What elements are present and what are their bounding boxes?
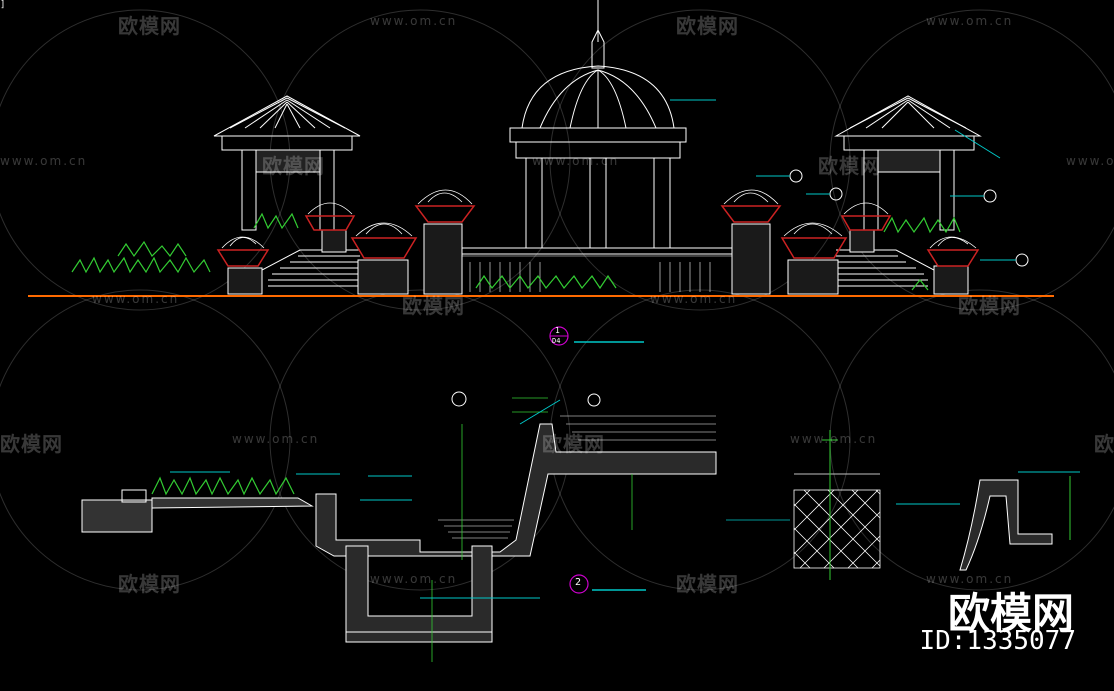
callout-circle (451, 391, 467, 407)
brand-id: ID:1335077 (919, 626, 1076, 656)
right-pavilion (834, 95, 982, 231)
watermark-url: www.om.cn (790, 432, 878, 446)
watermark-brand: 欧模网 (676, 572, 739, 596)
watermark-brand: 欧模网 (676, 14, 739, 38)
watermark-brand: 欧模网 (1094, 432, 1114, 456)
watermark-url: www.om.cn (370, 14, 458, 28)
elevation-drawing (28, 0, 1054, 346)
watermark-url: www.om.cn (232, 432, 320, 446)
stone-piers (227, 223, 969, 295)
callout-circle (587, 393, 601, 407)
pool-basin (315, 423, 717, 643)
watermark-url: www.om.cn (0, 154, 88, 168)
edge-detail (959, 479, 1053, 571)
watermark-brand: 欧模网 (402, 294, 465, 318)
watermark-url: www.om.cn (926, 14, 1014, 28)
section-1-sheet: D4 (552, 337, 561, 345)
hatched-wall-detail (726, 473, 881, 569)
brand-name: 欧模网 (947, 589, 1074, 638)
bed-plants (151, 476, 295, 496)
section-marker-1 (549, 326, 644, 346)
section-leaders (170, 399, 561, 599)
planters (216, 205, 980, 267)
axis-line (822, 430, 838, 580)
watermark-brand: 欧模网 (118, 572, 181, 596)
section-1-number: 1 (555, 326, 560, 335)
edge-detail-leaders (896, 471, 1080, 540)
section-2-number: 2 (575, 577, 582, 588)
section-marker-2 (569, 574, 646, 594)
watermark-brand: 欧模网 (118, 14, 181, 38)
planter-foliage (221, 189, 977, 249)
watermark-brand: 欧模网 (262, 154, 325, 178)
section-drawing (81, 391, 1080, 662)
leader-line (954, 129, 1001, 159)
corner-tag: ] (0, 0, 6, 10)
watermark-brand: 欧模网 (958, 294, 1021, 318)
left-pavilion (213, 95, 361, 231)
watermark-url: www.om.cn (1066, 154, 1114, 168)
watermark-url: www.om.cn (650, 292, 738, 306)
watermark-url: www.om.cn (926, 572, 1014, 586)
planting-bed (81, 489, 314, 533)
watermark-brand: 欧模网 (542, 432, 605, 456)
watermark-url: www.om.cn (92, 292, 180, 306)
watermark-url: www.om.cn (370, 572, 458, 586)
watermark-brand: 欧模网 (0, 432, 63, 456)
shrubs (71, 212, 961, 291)
pool-water (438, 415, 716, 539)
callout-tags (756, 169, 1029, 267)
water-pool (462, 255, 732, 292)
watermark-url: www.om.cn (532, 154, 620, 168)
watermark-brand: 欧模网 (818, 154, 881, 178)
dimension-lines (431, 397, 633, 662)
